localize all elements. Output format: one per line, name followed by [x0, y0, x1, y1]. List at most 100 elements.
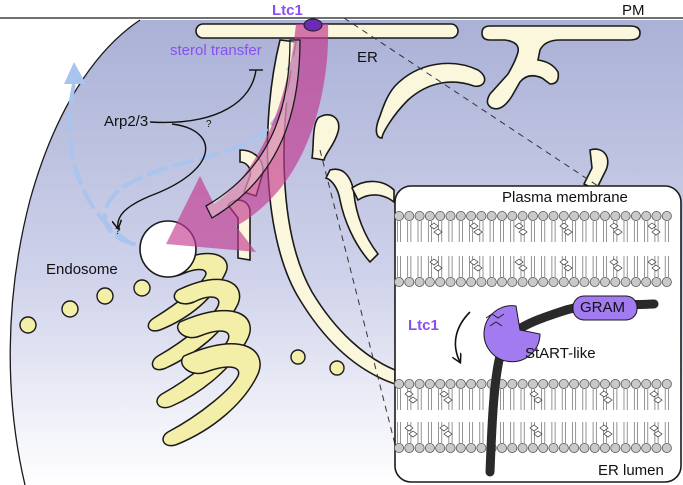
lipid-head — [435, 378, 446, 389]
lipid-head — [610, 378, 621, 389]
lipid-head — [610, 210, 621, 221]
lipid-head — [424, 442, 435, 453]
sterol-molecule — [404, 390, 418, 404]
lipid-head — [393, 276, 404, 287]
lipid-head — [507, 276, 518, 287]
lipid-head — [455, 378, 466, 389]
lipid-head — [620, 276, 631, 287]
lipid-head — [507, 442, 518, 453]
sterol-molecule — [609, 222, 623, 236]
lipid-head — [579, 442, 590, 453]
sterol-molecule — [647, 258, 661, 272]
lipid-head — [610, 442, 621, 453]
start-like-domain — [483, 305, 541, 363]
arp23-label: Arp2/3 — [104, 113, 149, 130]
lipid-head — [445, 378, 456, 389]
lipid-head — [507, 378, 518, 389]
lipid-head — [600, 442, 611, 453]
lipid-head — [435, 210, 446, 221]
bound-sterol — [485, 313, 505, 327]
lipid-head — [517, 442, 528, 453]
lipid-head — [393, 210, 404, 221]
lipid-head — [486, 210, 497, 221]
lipid-head — [496, 276, 507, 287]
transfer-arrow — [455, 311, 471, 362]
lipid-head — [569, 276, 580, 287]
lipid-head — [538, 210, 549, 221]
lipid-head — [445, 276, 456, 287]
lipid-head — [630, 442, 641, 453]
sterol-molecule — [559, 258, 573, 272]
start-like-label: StART-like — [525, 345, 596, 362]
lipid-head — [569, 442, 580, 453]
vesicles — [19, 279, 345, 376]
lipid-head — [630, 378, 641, 389]
sterol-molecule — [647, 222, 661, 236]
sterol-molecule — [439, 390, 453, 404]
er-label: ER — [357, 49, 378, 66]
inset-membranes — [393, 210, 672, 453]
golgi-stack — [147, 252, 261, 447]
lipid-head — [404, 442, 415, 453]
lipid-head — [393, 378, 404, 389]
sterol-molecule — [529, 390, 543, 404]
lipid-head — [496, 210, 507, 221]
lipid-head — [476, 276, 487, 287]
lipid-head — [476, 442, 487, 453]
sterol-molecule — [529, 424, 543, 438]
lipid-head — [548, 276, 559, 287]
lipid-head — [651, 442, 662, 453]
lipid-head — [466, 276, 477, 287]
lipid-head — [620, 378, 631, 389]
pm-label: PM — [622, 2, 645, 19]
lipid-head — [589, 442, 600, 453]
lipid-head — [651, 210, 662, 221]
cell-edge — [9, 19, 141, 485]
lipid-head — [548, 442, 559, 453]
sterol-molecule — [469, 222, 483, 236]
lipid-head — [445, 442, 456, 453]
lipid-head — [414, 276, 425, 287]
lipid-head — [641, 378, 652, 389]
sterol-molecule — [649, 424, 663, 438]
sterol-molecule — [649, 390, 663, 404]
lipid-head — [527, 276, 538, 287]
lipid-head — [507, 210, 518, 221]
lipid-head — [538, 378, 549, 389]
gram-domain — [572, 295, 638, 321]
sterol-molecule — [404, 424, 418, 438]
lipid-head — [558, 210, 569, 221]
lipid-head — [538, 442, 549, 453]
lipid-head — [558, 442, 569, 453]
lipid-head — [517, 210, 528, 221]
lipid-head — [661, 276, 672, 287]
lipid-head — [630, 210, 641, 221]
lipid-head — [476, 378, 487, 389]
lipid-head — [579, 378, 590, 389]
lipid-head — [641, 276, 652, 287]
lipid-head — [600, 276, 611, 287]
sterol-transfer-label: sterol transfer — [170, 42, 262, 59]
er-sterols — [404, 390, 663, 438]
lipid-head — [548, 378, 559, 389]
lipid-head — [414, 210, 425, 221]
lipid-head — [455, 210, 466, 221]
lipid-head — [393, 442, 404, 453]
lipid-head — [424, 378, 435, 389]
pm-sterols — [429, 222, 661, 272]
plasma-membrane-label: Plasma membrane — [502, 189, 628, 206]
lipid-head — [435, 276, 446, 287]
lipid-head — [455, 442, 466, 453]
sterol-molecule — [599, 424, 613, 438]
lipid-head — [548, 210, 559, 221]
lipid-head — [620, 442, 631, 453]
sterol-molecule — [609, 258, 623, 272]
ltc1-protein — [455, 295, 659, 477]
ltc1-contact-dot — [303, 18, 323, 32]
lipid-head — [641, 210, 652, 221]
lipid-head — [600, 378, 611, 389]
ltc1-inset-label: Ltc1 — [408, 317, 439, 334]
question-mark-upper: ? — [206, 119, 212, 130]
